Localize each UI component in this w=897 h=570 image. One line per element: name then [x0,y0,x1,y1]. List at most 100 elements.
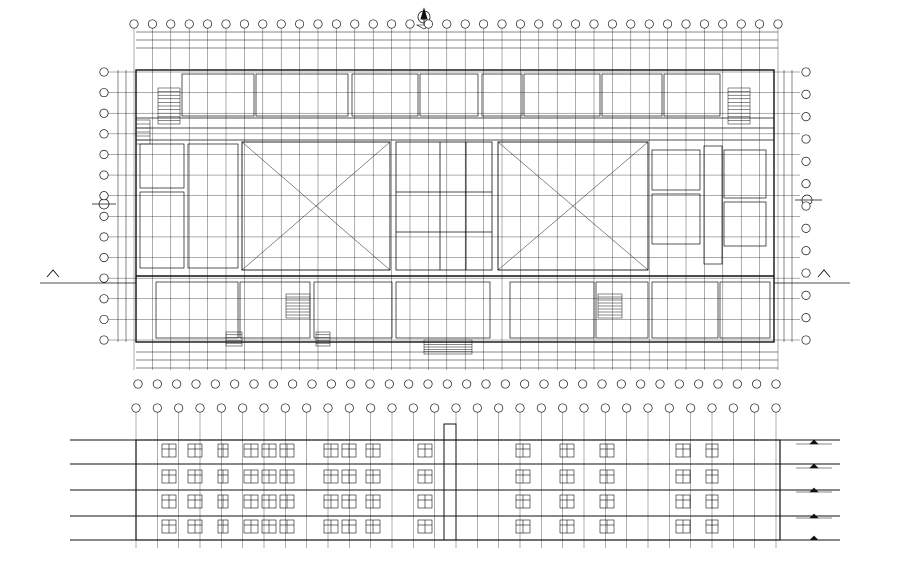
window [417,469,433,484]
elevation-grid-bubble [686,403,696,413]
plan-grid-bubble-top [644,19,654,29]
window [323,519,339,534]
window [599,519,615,534]
plan-grid-vertical [133,28,779,370]
plan-grid-bubble-bottom [423,379,433,389]
plan-grid-bubble-bottom [365,379,375,389]
window [675,443,691,458]
plan-grid-bubble-top [607,19,617,29]
plan-grid-bubble-left [99,67,109,77]
plan-grid-bubble-bottom [578,379,588,389]
stair-flight [225,331,243,347]
plan-grid-bubble-bottom [558,379,568,389]
plan-grid-bubble-left [99,294,109,304]
plan-grid-bubble-right [801,201,811,211]
plan-grid-bubble-top [368,19,378,29]
plan-grid-bubble-top [515,19,525,29]
window [261,443,277,458]
elevation-grid-bubble [664,403,674,413]
elevation-grid-bubble [750,403,760,413]
stair-flight [315,331,331,347]
plan-grid-bubble-top [589,19,599,29]
plan-grid-bubble-left [99,252,109,263]
plan-grid-bubble-bottom [636,379,646,389]
level-marker [796,535,832,541]
window [559,494,575,509]
window [341,494,357,509]
window [161,469,177,484]
level-marker [796,439,832,445]
plan-grid-bubble-top [166,19,176,29]
corridor [136,117,774,141]
plan-grid-bubble-bottom [133,379,143,389]
plan-grid-bubble-bottom [326,379,336,389]
plan-grid-horizontal [108,71,800,341]
plan-grid-bubble-bottom [288,379,298,389]
elevation-grid-bubble [302,403,312,413]
plan-grid-bubble-top [221,19,231,29]
window [261,469,277,484]
plan-grid-bubble-top [147,19,157,29]
plan-grid-bubble-top [663,19,673,29]
plan-grid-bubble-top [405,19,415,29]
plan-grid-bubble-bottom [500,379,510,389]
plan-grid-bubble-bottom [172,379,182,389]
plan-grid-bubble-top [258,19,268,29]
window [365,469,381,484]
plan-grid-bubble-top [423,19,433,29]
window [323,469,339,484]
plan-grid-bubble-top [387,19,397,29]
window [161,519,177,534]
window [515,469,531,484]
elevation-grid-bubble [131,403,141,413]
elevation-grid-bubble [366,403,376,413]
elevation-outline [135,439,781,541]
plan-grid-bubble-top [129,19,139,29]
window [187,443,203,458]
courtyard-right [497,141,649,271]
level-marker [796,513,832,519]
plan-grid-bubble-top [736,19,746,29]
window [341,443,357,458]
plan-grid-bubble-bottom [771,379,781,389]
window [515,494,531,509]
elevation-grid-bubble [558,403,568,413]
building-outline [135,69,775,343]
plan-grid-bubble-right [801,290,811,300]
section-marker-right [774,269,850,284]
elevation-grid-bubble [643,403,653,413]
plan-grid-bubble-top [699,19,709,29]
plan-grid-bubble-top [276,19,286,29]
elevation-grid-bubble [259,403,269,413]
window [417,494,433,509]
elevation-grid-bubble [515,403,525,413]
plan-grid-bubble-right [801,67,811,77]
window [559,469,575,484]
elevation-grid-bubble [579,403,589,413]
plan-grid-bubble-top [552,19,562,29]
plan-grid-bubble-bottom [152,379,162,389]
plan-grid-bubble-left [99,170,109,180]
stairs [135,87,751,355]
plan-grid-bubble-left [99,232,109,242]
plan-grid-bubble-top [184,19,194,29]
plan-grid-bubble-right [801,223,811,233]
plan-grid-bubble-right [801,268,811,278]
elevation-grid-bubble [472,403,482,413]
elevation-grid-bubble [344,403,354,413]
floor-level-lines [70,439,840,541]
elevation-grid-bubble [387,403,397,413]
plan-grid-bubble-bottom [655,379,665,389]
elevation-grid-bubble [771,403,781,413]
elevation-grid-bubble [174,403,184,413]
plan-grid-bubble-top [313,19,323,29]
stair-flight [597,293,623,319]
plan-grid-bubbles-left [99,67,109,345]
window [243,494,259,509]
plan-grid-bubble-bottom [307,379,317,389]
window [161,443,177,458]
plan-grid-bubble-bottom [442,379,452,389]
window [161,494,177,509]
elevation-windows [161,443,719,534]
window [559,443,575,458]
